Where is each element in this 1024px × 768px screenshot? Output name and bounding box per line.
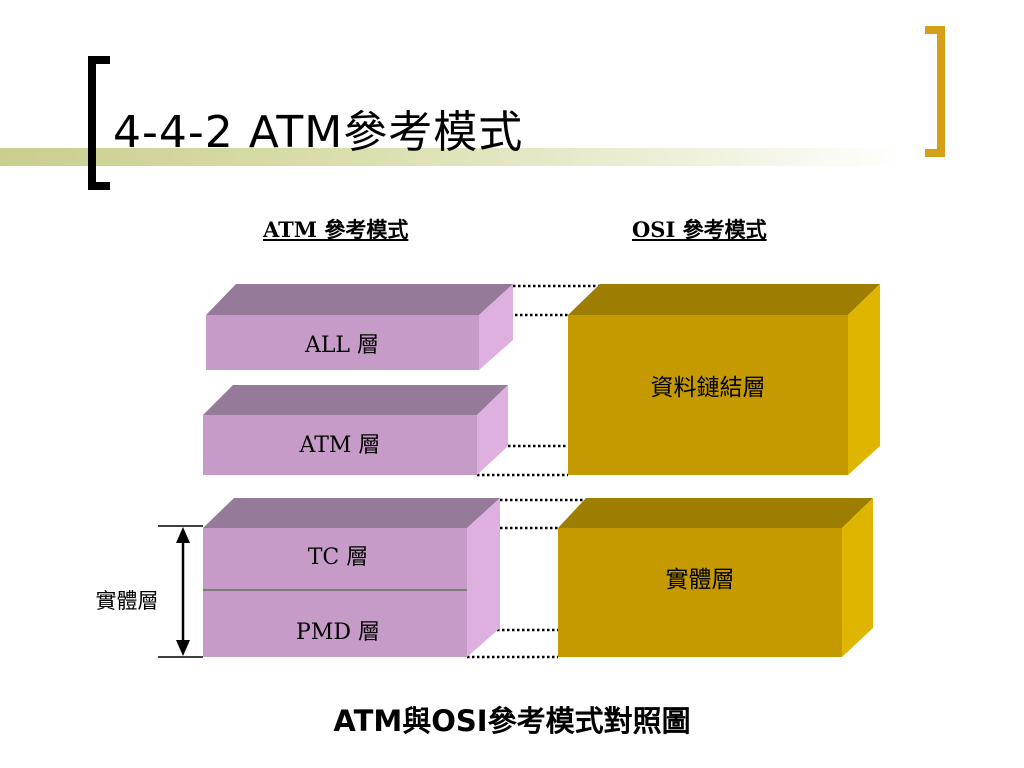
arrow-down-icon bbox=[176, 640, 190, 656]
atm-tc-layer-label: TC 層 bbox=[308, 545, 369, 570]
osi-data-link-layer-block: 資料鏈結層 bbox=[568, 284, 880, 475]
physical-bracket-label: 實體層 bbox=[96, 589, 159, 613]
right-bracket bbox=[925, 26, 945, 157]
osi-physical-layer-block: 實體層 bbox=[558, 498, 873, 657]
left-bracket bbox=[88, 56, 110, 190]
atm-atm-layer-block: ATM 層 bbox=[203, 385, 508, 475]
osi-data-link-layer-label: 資料鏈結層 bbox=[651, 375, 766, 401]
osi-physical-layer-label: 實體層 bbox=[666, 567, 735, 593]
atm-all-layer-block: ALL 層 bbox=[206, 284, 513, 370]
atm-all-layer-label: ALL 層 bbox=[304, 333, 379, 358]
title-underline-band bbox=[0, 148, 905, 166]
atm-pmd-layer-label: PMD 層 bbox=[296, 620, 380, 645]
arrow-up-icon bbox=[176, 527, 190, 543]
slide-title: 4-4-2 ATM參考模式 bbox=[113, 107, 524, 158]
atm-model-heading: ATM 參考模式 bbox=[263, 217, 409, 242]
figure-caption: ATM與OSI參考模式對照圖 bbox=[333, 704, 691, 738]
atm-atm-layer-label: ATM 層 bbox=[299, 433, 381, 458]
osi-model-heading: OSI 參考模式 bbox=[632, 217, 767, 242]
atm-tc-pmd-block: TC 層 PMD 層 bbox=[203, 498, 500, 657]
physical-layer-span-indicator: 實體層 bbox=[96, 525, 203, 658]
